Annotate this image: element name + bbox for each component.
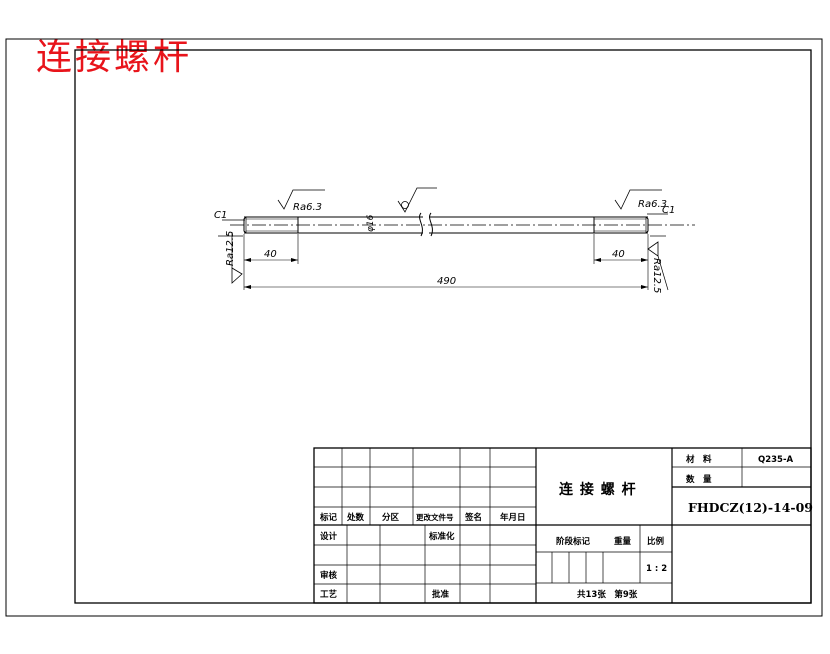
roughness-end-left-symbol bbox=[231, 267, 243, 284]
material-label: 材 料 bbox=[685, 454, 712, 465]
roughness-end-right-label: Ra12.5 bbox=[651, 258, 662, 293]
approve-label: 批准 bbox=[432, 589, 450, 600]
weight-label: 重量 bbox=[614, 536, 632, 547]
outer-border bbox=[5, 38, 823, 617]
roughness-left-symbol bbox=[277, 189, 325, 210]
standardize-label: 标准化 bbox=[428, 531, 455, 542]
bolt-view bbox=[218, 187, 695, 291]
right-end bbox=[645, 216, 649, 234]
dim-total-label: 490 bbox=[437, 276, 456, 287]
dim-thread-left-label: 40 bbox=[264, 249, 277, 260]
rev-header-3: 更改文件号 bbox=[416, 512, 454, 522]
roughness-right-symbol bbox=[614, 189, 662, 210]
stage-label: 阶段标记 bbox=[556, 536, 591, 547]
process-label: 工艺 bbox=[320, 589, 338, 600]
left-end bbox=[243, 216, 247, 234]
chamfer-left-label: C1 bbox=[214, 210, 227, 221]
review-label: 审核 bbox=[320, 570, 338, 581]
roughness-left-label: Ra6.3 bbox=[293, 202, 322, 213]
material-value: Q235-A bbox=[758, 455, 793, 465]
chamfer-right-label: C1 bbox=[662, 205, 675, 216]
design-label: 设计 bbox=[320, 531, 338, 542]
rev-header-0: 标记 bbox=[319, 512, 338, 523]
title-block bbox=[313, 447, 812, 604]
rev-header-2: 分区 bbox=[382, 512, 400, 523]
rev-header-4: 签名 bbox=[464, 512, 482, 523]
diameter-label: φ16 bbox=[366, 214, 376, 232]
drawing-number: FHDCZ(12)-14-09 bbox=[688, 500, 813, 515]
roughness-right-label: Ra6.3 bbox=[638, 199, 667, 210]
rev-header-5: 年月日 bbox=[500, 512, 526, 523]
roughness-end-left-label: Ra12.5 bbox=[225, 231, 236, 266]
rev-header-1: 处数 bbox=[346, 512, 365, 523]
sheets-info: 共13张 第9张 bbox=[577, 589, 638, 600]
break-line-left bbox=[419, 212, 423, 237]
red-title: 连接螺杆 bbox=[36, 37, 193, 78]
part-name: 连 接 螺 杆 bbox=[559, 481, 637, 498]
quantity-label: 数 量 bbox=[686, 474, 712, 485]
scale-value: 1 : 2 bbox=[646, 564, 667, 574]
roughness-end-right-symbol bbox=[647, 241, 659, 257]
break-line-right bbox=[429, 212, 433, 237]
scale-label: 比例 bbox=[647, 536, 665, 547]
dim-thread-right-label: 40 bbox=[612, 249, 625, 260]
